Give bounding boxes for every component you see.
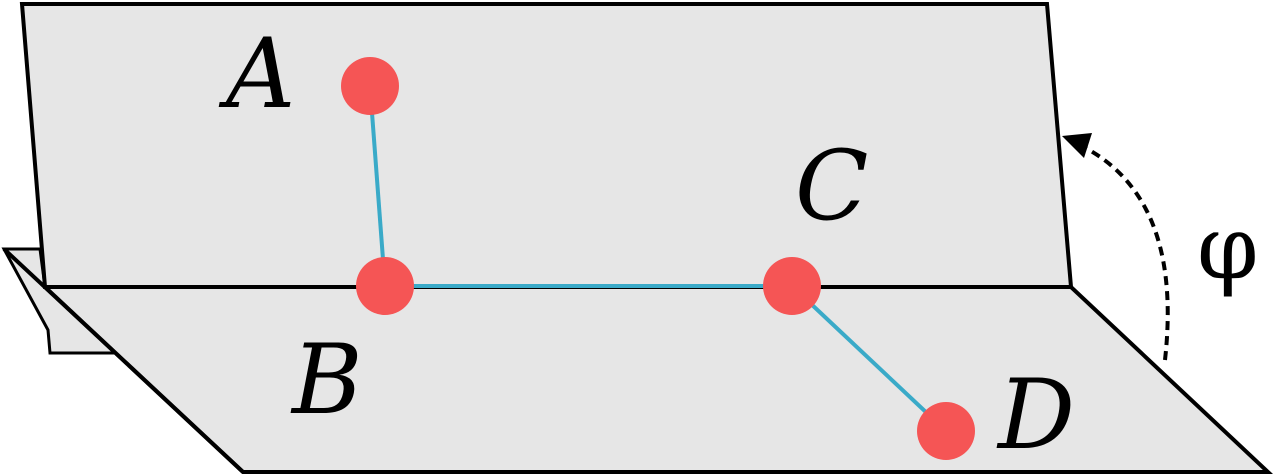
rotation-arrowhead — [1062, 133, 1092, 158]
segment-cd — [790, 284, 948, 433]
point-b — [356, 257, 414, 315]
point-d — [917, 402, 975, 460]
point-c — [763, 257, 821, 315]
point-a — [341, 57, 399, 115]
rotation-arrow — [1079, 143, 1170, 361]
label-b: B — [290, 324, 363, 436]
segment-ab — [368, 85, 387, 287]
angle-label-phi: φ — [1197, 196, 1259, 299]
label-d: D — [996, 359, 1075, 471]
lower-plane-left-edge — [2, 247, 245, 474]
label-a: A — [218, 18, 295, 130]
label-c: C — [795, 130, 868, 242]
horizontal-plane — [39, 285, 1273, 474]
vertical-plane — [19, 2, 1074, 289]
